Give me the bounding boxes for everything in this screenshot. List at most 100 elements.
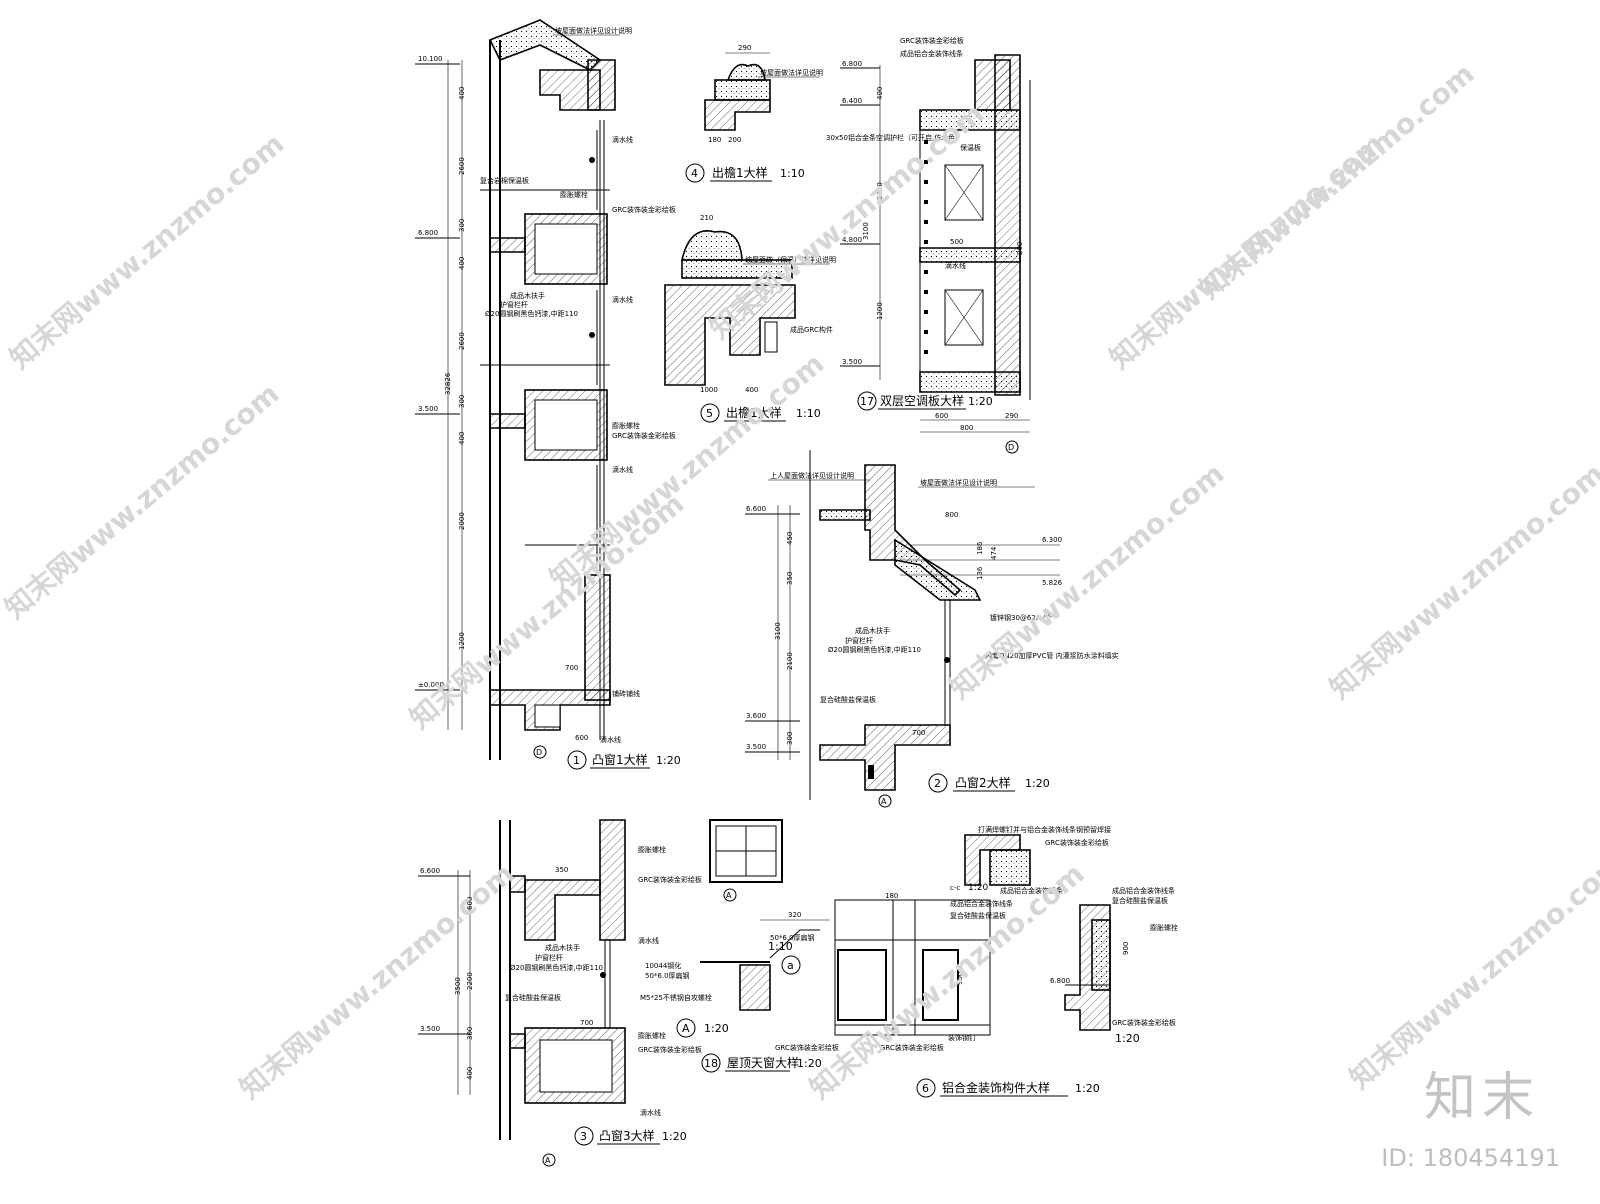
dim-400-d5: 400 [745,386,758,394]
dim-1200-d17: 1200 [876,302,884,320]
note-composite-panel: 复合岩棉保温板 [480,176,529,185]
watermark-12: 知末网www.znzmo.com [1193,57,1480,305]
dim-900-d6: 900 [956,972,964,985]
level-10100: 10.100 [418,55,443,63]
dim-400b: 400 [458,257,466,270]
title-3-scale: 1:20 [662,1130,687,1143]
dim-136: 136 [976,566,984,580]
level-6800-d6: 6.800 [1050,977,1070,985]
note-alu-parts-6: 复合硅酸盐保温板 [1112,896,1168,905]
dim-2000: 2000 [458,512,466,530]
title-2-num: 2 [934,777,941,790]
dim-400-d17: 400 [876,87,884,100]
dim-800-d17: 800 [960,424,973,432]
level-6600-d3: 6.600 [420,867,440,875]
dim-300a: 300 [458,219,466,232]
dim-400-d3: 400 [466,1067,474,1080]
title-5: 出檐1大样 [726,405,782,420]
dim-320: 320 [788,911,801,919]
note-roof-2: 坡屋面做法详见设计说明 [920,478,997,487]
note-drip-line-6: 滴水线 [640,1108,661,1117]
note-rail-spec-3: Ø20圆钢刷黑色钙漆,中距110 [510,963,603,972]
dim-400a: 400 [458,87,466,100]
note-rail-spec-2: Ø20圆钢刷黑色钙漆,中距110 [828,645,921,654]
title-18: 屋顶天窗大样 [727,1055,799,1070]
dim-2100: 2100 [786,652,794,670]
note-handrail-3: 成品木扶手 [545,943,580,952]
note-grc-line-top: GRC装饰装金彩绘板 [900,36,964,45]
detail-17-ac-board: 6.800 6.400 4.800 3.500 400 1400 1200 31… [826,36,1031,454]
title-4-scale: 1:10 [780,167,805,180]
note-glass-spec2: 50*6.0厚扁钢 [645,971,690,980]
dim-2600b: 2600 [458,332,466,350]
note-drip-line-3: 滴水线 [612,465,633,474]
dim-180-d4: 180 [708,136,721,144]
title-a-small-num: a [787,959,794,972]
dim-600-d3: 600 [466,897,474,910]
watermark-10: 知末网www.znzmo.com [803,857,1090,1105]
level-3500-d2: 3.500 [746,743,766,751]
dim-200-d17: 200 [1016,242,1024,255]
note-ac-grille: 30x50铝合金条空调护栏（可开启,仿木色） [826,133,962,142]
image-id-label: ID: 180454191 [1381,1144,1560,1172]
watermark-8: 知末网www.znzmo.com [1323,457,1600,705]
note-drip-line-5: 滴水线 [638,936,659,945]
title-2: 凸窗2大样 [955,775,1011,790]
note-paving-line: 铺砖铺线 [612,689,640,698]
title-6-scale: 1:20 [1075,1082,1100,1095]
note-grc-panel-6b: GRC装饰装金彩绘板 [880,1043,944,1052]
dim-350: 350 [786,572,794,585]
title-4: 出檐1大样 [712,165,768,180]
level-6800-d17: 6.800 [842,60,862,68]
dim-210: 210 [700,214,713,222]
dim-474: 474 [990,546,998,560]
note-grc-panel-4: GRC装饰装金彩绘板 [638,1045,702,1054]
ac-grille [924,140,928,354]
dim-2600a: 2600 [458,157,466,175]
title-cc: c-c [950,884,960,892]
detail-18-skylight: A 320 50*6.0厚扁钢 10044钢化 50*6.0厚扁钢 M5*25不… [640,819,830,1073]
watermark-2: 知末网www.znzmo.com [0,377,285,625]
note-grc-member: 成品GRC构件 [790,325,833,334]
detail-6-aluminium-member: 180 900 c-c 1:20 成品铝合金装饰线条 复合硅酸盐保温板 GRC装… [775,825,1178,1098]
title-5-scale: 1:10 [796,407,821,420]
dim-700-d1: 700 [565,664,578,672]
watermarks: 知末网www.znzmo.com 知末网www.znzmo.com 知末网www… [0,57,1600,1105]
dim-3100-d17: 3100 [862,222,870,240]
title-2-scale: 1:20 [1025,777,1050,790]
axis-d-17: D [1008,443,1014,452]
note-alu-parts: 成品铝合金装饰线条 [950,899,1013,908]
title-18-scale: 1:20 [797,1057,822,1070]
note-flat-roof-2: 坡屋面做（保温）法详见说明 [745,255,836,264]
dim-900-d6b: 900 [1122,942,1130,955]
dim-350-d3: 350 [555,866,568,874]
level-0000: ±0.000 [418,681,444,689]
dim-1400: 1400 [876,182,884,200]
note-grc-panel-1: GRC装饰装金彩绘板 [612,205,676,214]
note-expansion-bolt-1: 膨胀螺栓 [560,190,588,199]
note-roof-top: 坡屋面做法详见设计说明 [555,26,632,35]
level-6400: 6.400 [842,97,862,105]
title-a-small-scale: 1:10 [768,940,793,953]
axis-a-3: A [545,1156,551,1165]
dim-700-d2: 700 [912,729,925,737]
dim-800-d2: 800 [945,511,958,519]
note-grc-panel-3: GRC装饰装金彩绘板 [638,875,702,884]
note-handrail-2: 成品木扶手 [855,626,890,635]
note-drip-line-1: 滴水线 [612,135,633,144]
level-6800: 6.800 [418,229,438,237]
brand-watermark: 知末 [1423,1068,1540,1128]
note-grc-panel-2: GRC装饰装金彩绘板 [612,431,676,440]
dim-200-d4: 200 [728,136,741,144]
note-expansion-bolt-6: 膨胀螺栓 [1150,923,1178,932]
title-cc-scale: 1:20 [968,883,988,893]
note-guard-rail-2: 护窗栏杆 [845,636,873,645]
note-guard-rail-3: 护窗栏杆 [535,953,563,962]
title-1-scale: 1:20 [656,754,681,767]
dim-300b: 300 [458,395,466,408]
detail-5-eave: 210 坡屋面做（保温）法详见说明 成品GRC构件 1000 400 5 出檐1… [664,214,836,423]
axis-a-2: A [881,797,887,806]
watermark-7: 知末网www.znzmo.com [943,457,1230,705]
